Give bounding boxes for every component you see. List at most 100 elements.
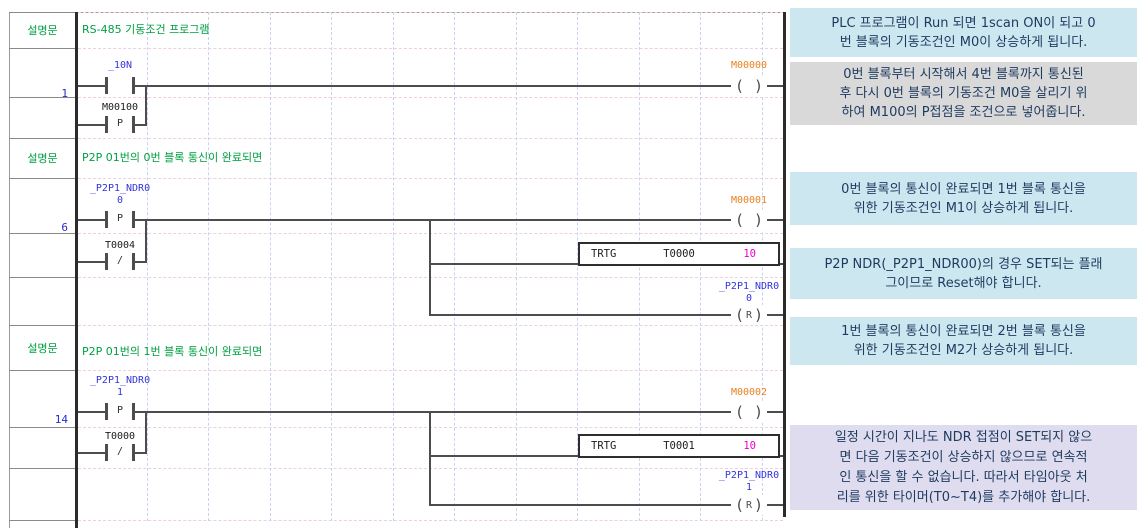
rung-wire — [430, 314, 783, 316]
row-border — [9, 468, 75, 469]
coil-arc: ( — [734, 403, 744, 421]
rung-comment-text-2[interactable]: P2P 01번의 0번 블록 통신이 완료되면 — [82, 151, 263, 164]
grid-row-line — [78, 520, 783, 521]
grid-column-line — [269, 12, 271, 521]
grid-row-line — [78, 325, 783, 326]
row-border — [9, 427, 75, 428]
rung-wire — [778, 455, 783, 457]
grid-row-line — [78, 48, 783, 49]
grid-row-line — [78, 138, 783, 139]
p-contact-p2p1-ndr01[interactable]: P — [105, 403, 135, 420]
reset-label-p2p1-ndr01: _P2P1_NDR0 — [718, 470, 780, 481]
reset-coil-p2p1-ndr01[interactable]: (R) — [731, 495, 767, 515]
nc-contact-t0004[interactable]: / — [105, 253, 135, 270]
contact-label-bit: 0 — [116, 195, 124, 206]
branch-wire — [429, 219, 431, 316]
note-line: 1번 블록의 통신이 완료되면 2번 블록 통신을 — [841, 324, 1086, 339]
note-box-3: 0번 블록의 통신이 완료되면 1번 블록 통신을 위한 기동조건인 M1이 상… — [790, 172, 1137, 225]
note-line: P2P NDR(_P2P1_NDR00)의 경우 SET되는 플래 — [824, 256, 1103, 272]
block-operand: T0000 — [663, 248, 695, 260]
note-line: 리를 위한 타이머(T0~T4)를 추가해야 합니다. — [836, 489, 1091, 505]
rung-wire — [430, 504, 783, 506]
coil-arc: ( — [734, 306, 744, 324]
rung-wire — [430, 455, 578, 457]
grid-column-line — [454, 12, 455, 521]
coil-arc: ) — [754, 211, 764, 229]
right-bus-bar — [783, 12, 786, 517]
row-border — [9, 48, 75, 49]
row-border — [9, 277, 75, 278]
branch-wire — [145, 411, 147, 454]
grid-column-line — [761, 12, 763, 521]
note-box-1: PLC 프로그램이 Run 되면 1scan ON이 되고 0 번 블록의 기동… — [790, 8, 1137, 57]
grid-column-line — [208, 12, 209, 521]
rung-number-14: 14 — [54, 413, 68, 426]
grid-row-line — [78, 370, 783, 371]
reset-coil-p2p1-ndr00[interactable]: (R) — [731, 305, 767, 325]
block-function: TRTG — [591, 248, 617, 260]
contact-bar — [132, 253, 135, 270]
reset-label-bit: 1 — [745, 482, 753, 493]
contact-bar — [132, 77, 135, 94]
grid-column-line — [700, 12, 701, 521]
coil-label-m00001: M00001 — [730, 195, 768, 206]
note-line: 일정 시간이 지나도 NDR 접점이 SET되지 않으 — [834, 429, 1093, 445]
comment-row-marker-1[interactable]: 설명문 — [27, 24, 58, 37]
coil-label-m00000: M00000 — [730, 60, 768, 71]
coil-arc: ) — [754, 306, 764, 324]
left-bus-bar — [75, 12, 78, 528]
coil-arc: ( — [734, 77, 744, 95]
row-border — [9, 520, 75, 521]
reset-label-p2p1-ndr00: _P2P1_NDR0 — [718, 281, 780, 292]
contact-bar — [105, 77, 108, 94]
contact-label-bit: 1 — [116, 387, 124, 398]
rung-comment-text-1[interactable]: RS-485 기동조건 프로그램 — [82, 23, 210, 36]
rung-wire — [778, 263, 783, 265]
coil-m00002[interactable]: () — [731, 402, 767, 422]
comment-row-marker-3[interactable]: 설명문 — [27, 341, 58, 355]
coil-m00001[interactable]: () — [731, 210, 767, 230]
row-border — [9, 97, 75, 98]
note-line: 위한 기동조건인 M2가 상승하게 됩니다. — [853, 343, 1074, 358]
branch-wire — [145, 85, 147, 126]
note-box-5: 1번 블록의 통신이 완료되면 2번 블록 통신을 위한 기동조건인 M2가 상… — [790, 317, 1137, 365]
rung-comment-text-3[interactable]: P2P 01번의 1번 블록 통신이 완료되면 — [82, 345, 263, 358]
contact-label-p2p1-ndr00: _P2P1_NDR0 — [89, 183, 151, 194]
contact-label-t0000: T0000 — [104, 431, 136, 442]
grid-row-line — [78, 12, 783, 13]
contact-bar — [105, 116, 108, 133]
note-line: 면 다음 기동조건이 상승하지 않으므로 연속적 — [839, 449, 1088, 465]
comment-row-marker-2[interactable]: 설명문 — [27, 152, 58, 165]
contact-label-t0004: T0004 — [104, 240, 136, 251]
block-function: TRTG — [591, 440, 617, 452]
contact-bar — [105, 253, 108, 270]
grid-column-line — [146, 12, 148, 521]
grid-column-line — [331, 12, 332, 521]
trtg-block-t0001[interactable]: TRTG T0001 10 — [578, 434, 780, 458]
contact-bar — [132, 116, 135, 133]
coil-arc: ) — [754, 403, 764, 421]
contact-bar — [132, 211, 135, 228]
grid-column-line — [392, 12, 394, 521]
note-box-6: 일정 시간이 지나도 NDR 접점이 SET되지 않으 면 다음 기동조건이 상… — [790, 425, 1137, 510]
note-line: 0번 블록부터 시작해서 4번 블록까지 통신된 — [843, 67, 1084, 82]
note-line: 후 다시 0번 블록의 기동조건 M0을 살리기 위 — [839, 86, 1088, 101]
trtg-block-t0000[interactable]: TRTG T0000 10 — [578, 242, 780, 266]
grid-row-line — [78, 178, 783, 179]
rung-wire — [430, 263, 578, 265]
row-border — [9, 12, 75, 13]
row-border — [9, 138, 75, 139]
contact-bar — [105, 444, 108, 461]
p-contact-p2p1-ndr00[interactable]: P — [105, 211, 135, 228]
coil-m00000[interactable]: () — [731, 76, 767, 96]
nc-contact-t0000[interactable]: / — [105, 444, 135, 461]
block-preset: 10 — [743, 440, 756, 452]
grid-column-line — [515, 12, 517, 521]
note-line: 그이므로 Reset해야 합니다. — [885, 275, 1042, 291]
row-border — [9, 178, 75, 179]
no-contact-1on[interactable] — [105, 77, 135, 94]
note-line: 번 블록의 기동조건인 M0이 상승하게 됩니다. — [839, 34, 1088, 50]
p-contact-m00100[interactable]: P — [105, 116, 135, 133]
note-line: 위한 기동조건인 M1이 상승하게 됩니다. — [853, 200, 1074, 216]
row-border — [9, 325, 75, 326]
